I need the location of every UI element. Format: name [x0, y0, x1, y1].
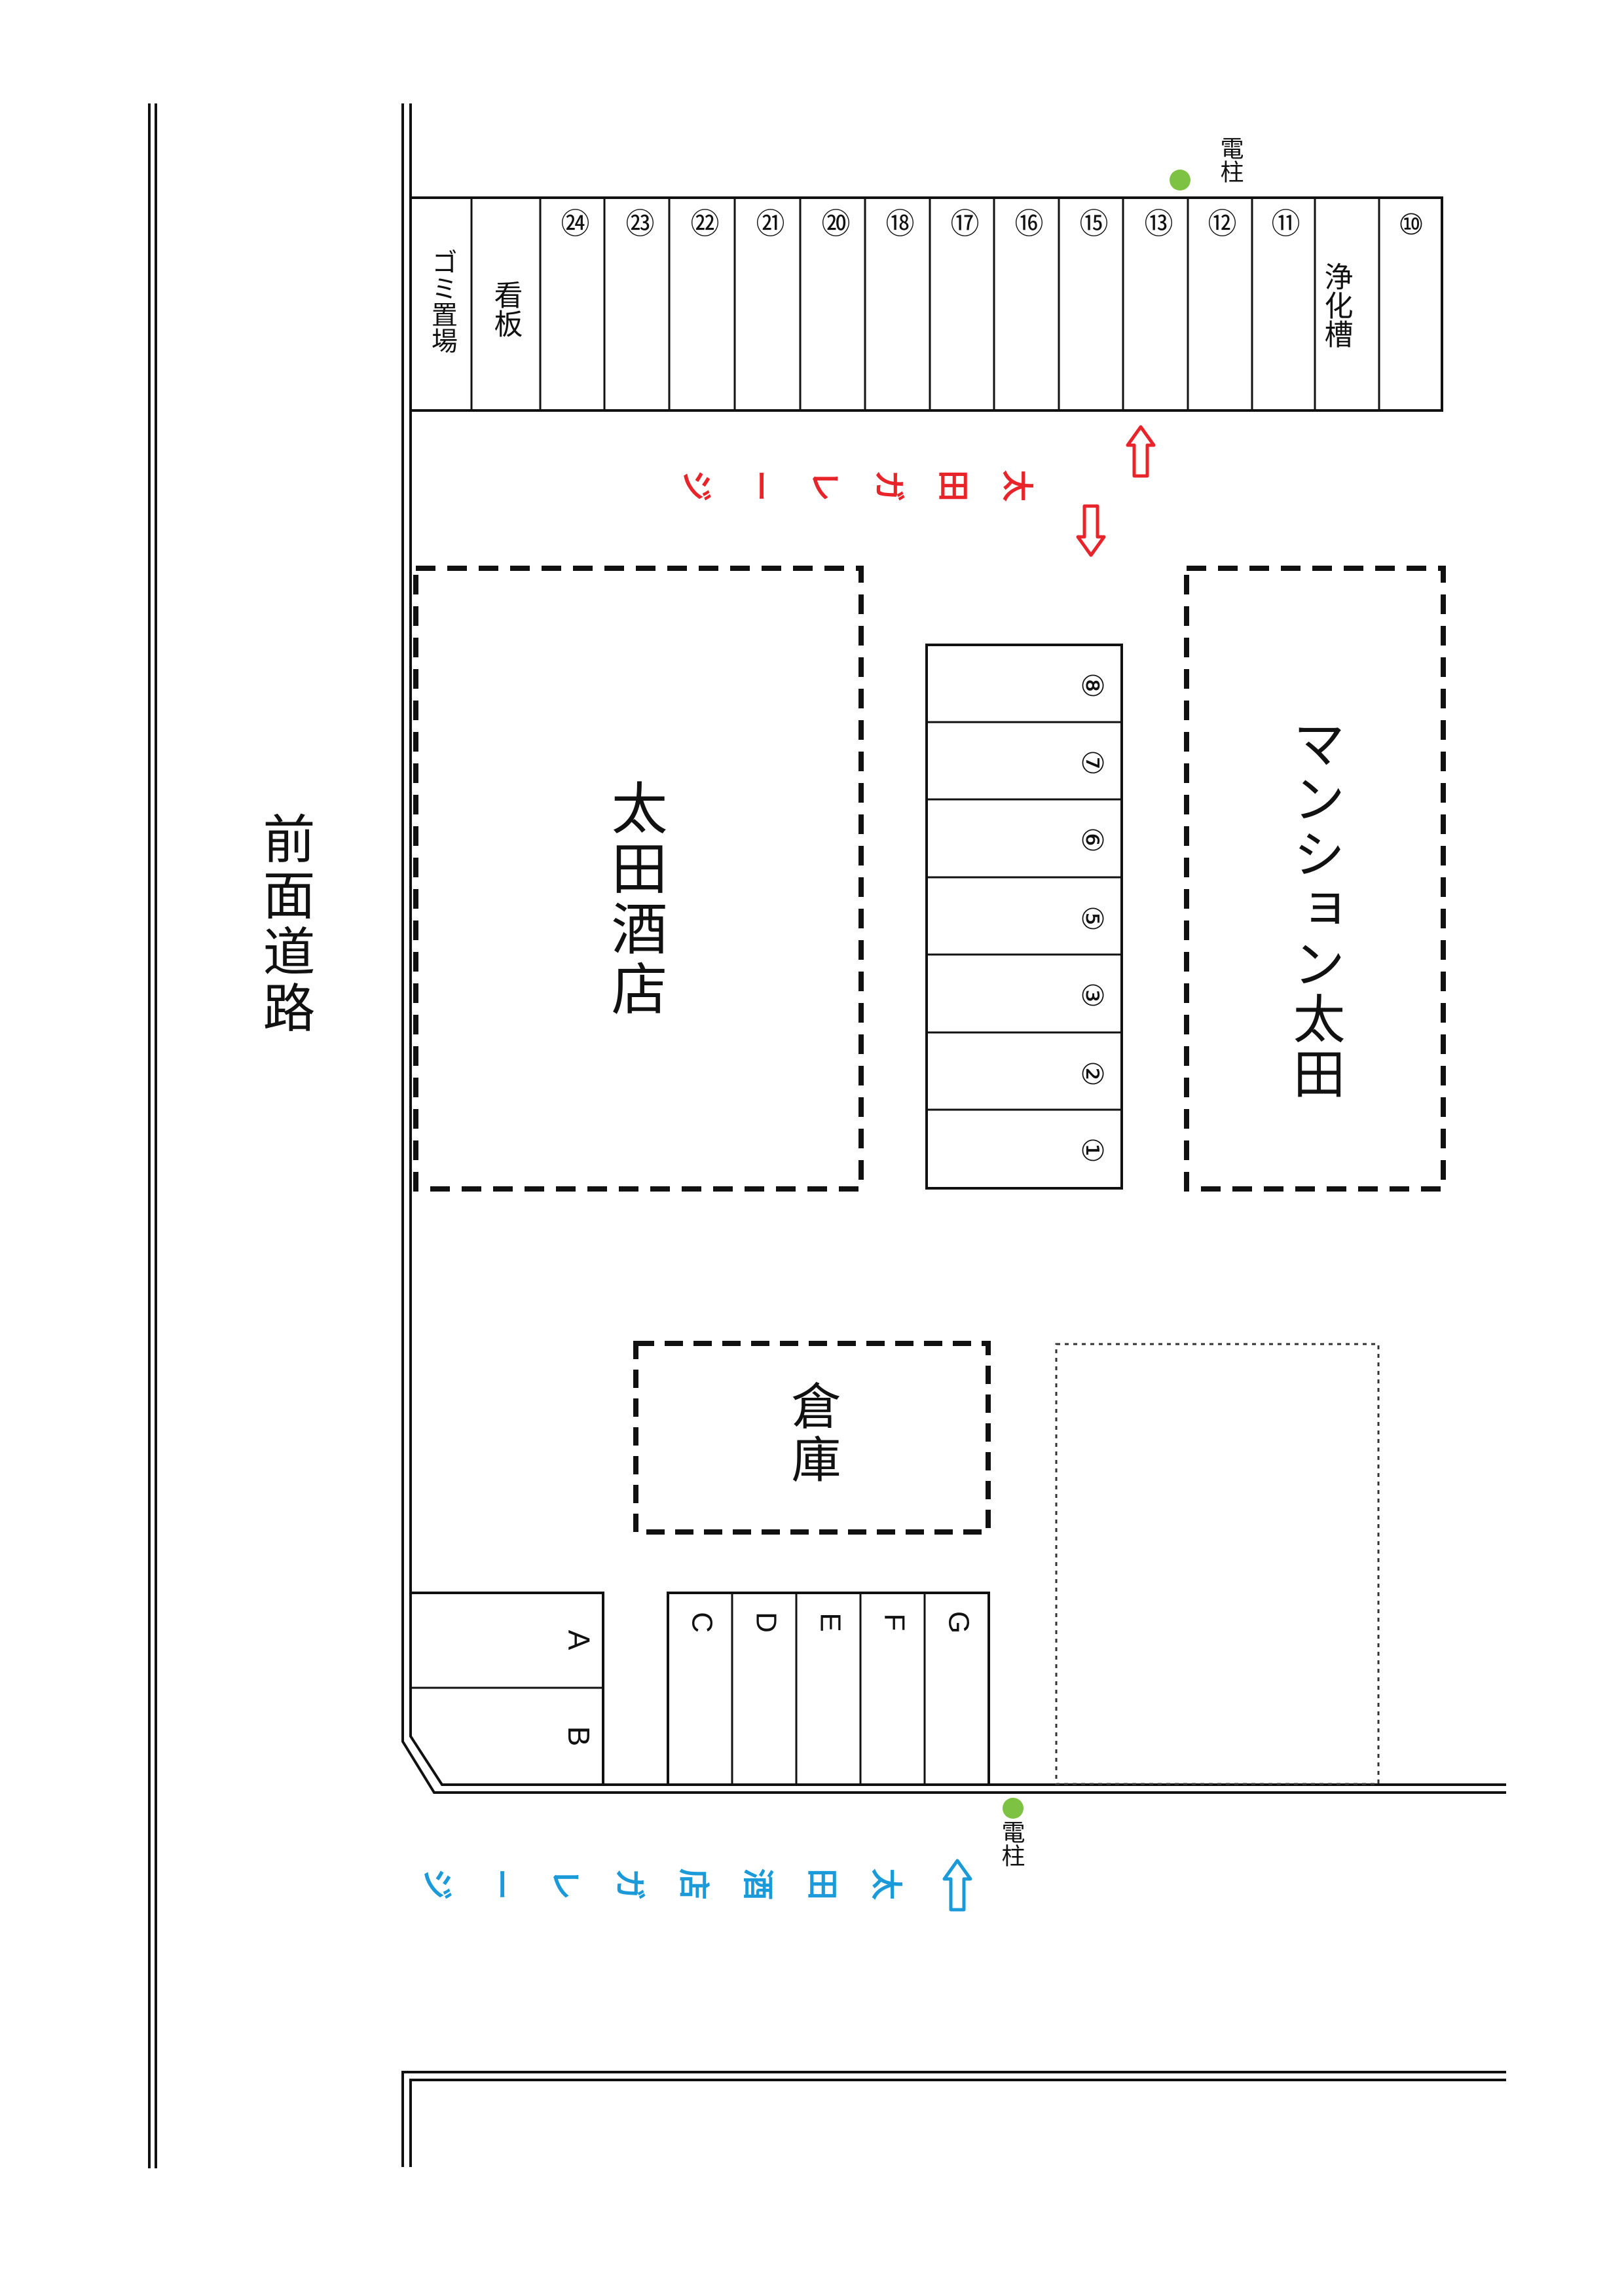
parking-slot-letter: D: [750, 1612, 782, 1633]
arrow-up-icon: [1126, 425, 1156, 478]
parking-slot-number: ㉓: [621, 208, 654, 237]
utility-pole-label: 電柱: [1217, 136, 1244, 183]
parking-slot-number: ⑪: [1266, 208, 1300, 237]
utility-pole-label: 電柱: [998, 1820, 1025, 1867]
parking-slot-number: ③: [1075, 982, 1109, 1008]
parking-slot-number: ①: [1075, 1137, 1109, 1163]
center-parking-row: ⑧ ⑦ ⑥ ⑤ ③ ② ①: [925, 644, 1123, 1190]
parking-slot-number: ⑰: [946, 208, 979, 237]
parking-slot-number: ⑦: [1075, 750, 1109, 775]
center-row-outline: [925, 644, 1123, 1190]
property-boundary: [401, 103, 1506, 2167]
top-row-outline: [409, 196, 1443, 412]
warehouse: 倉庫: [633, 1341, 991, 1535]
trash-area-label: ゴミ置場: [427, 249, 457, 354]
warehouse-label: 倉庫: [783, 1380, 841, 1487]
parking-slot-number: ⑩: [1395, 208, 1428, 242]
garage-sign-char: 田: [934, 470, 971, 501]
utility-pole-top: 電柱: [1170, 136, 1244, 191]
warehouse-outline: [633, 1341, 991, 1535]
road-edge: [148, 103, 157, 2168]
septic-tank-label: 浄化槽: [1320, 262, 1353, 348]
lower-left-slots: AB: [411, 1592, 604, 1785]
parking-slot-number: ⑮: [1075, 208, 1108, 237]
parking-slot-letter: A: [562, 1630, 596, 1650]
parking-slot-letter: B: [562, 1726, 596, 1747]
garage-sign-char: 田: [803, 1868, 840, 1900]
parking-slot-number: ⑤: [1075, 905, 1109, 931]
parking-slot-number: ⑬: [1139, 208, 1173, 237]
garage-sign-char: 太: [868, 1868, 904, 1900]
parking-slot-number: ⑫: [1203, 208, 1236, 237]
parking-slot-number: ⑥: [1075, 827, 1109, 852]
parking-slot-letter: F: [878, 1614, 910, 1631]
garage-sign-char: レ: [806, 470, 843, 501]
utility-pole-bottom: 電柱: [998, 1798, 1025, 1867]
dotted-lot: [1055, 1343, 1380, 1785]
lower-left-outline: [411, 1592, 604, 1785]
parking-slot-number: ⑯: [1010, 208, 1043, 237]
parking-slot-number: ⑳: [817, 208, 850, 237]
lower-right-outline: [667, 1592, 990, 1786]
parking-slot-number: ⑱: [881, 208, 914, 237]
ota-liquor-store-label: 太田酒店: [601, 779, 667, 1020]
utility-pole-icon: [1003, 1798, 1024, 1819]
arrow-down-icon: [1076, 504, 1106, 557]
garage-sign-char: ガ: [870, 470, 907, 501]
ota-liquor-store-outline: [413, 566, 864, 1192]
garage-sign-char: 店: [675, 1868, 712, 1900]
parking-slot-number: ②: [1075, 1061, 1109, 1086]
garage-sign-char: ガ: [611, 1868, 648, 1900]
mansion-ota-label: マンション太田: [1285, 717, 1346, 1102]
signboard-label: 看板: [489, 280, 523, 338]
garage-sign-char: 太: [999, 470, 1035, 501]
parking-slot-letter: C: [686, 1612, 718, 1633]
garage-sign-char: ジ: [418, 1868, 455, 1900]
arrow-up-icon: [942, 1859, 972, 1912]
parking-slot-number: ⑧: [1075, 672, 1109, 698]
garage-sign-char: ー: [483, 1868, 519, 1900]
parking-slot-letter: G: [942, 1611, 974, 1633]
utility-pole-icon: [1170, 170, 1190, 191]
parking-slot-number: ㉔: [556, 208, 589, 237]
road-label: 前面道路: [255, 812, 316, 1037]
garage-sign-char: 酒: [739, 1868, 776, 1900]
mansion-ota-outline: [1184, 566, 1446, 1192]
lower-right-slots: C D E F G: [667, 1592, 990, 1786]
top-parking-row: ⑩ ⑪ ⑫ ⑬ ⑮ ⑯ ⑰ ⑱ ⑳ ㉑ ㉒ ㉓ ㉔ 浄化槽 看板 ゴミ置場: [409, 196, 1443, 412]
ota-liquor-store: 太田酒店: [413, 566, 864, 1192]
parking-slot-number: ㉒: [686, 208, 719, 237]
garage-sign-char: ジ: [678, 470, 714, 501]
parking-slot-letter: E: [814, 1613, 846, 1631]
garage-sign-char: ー: [742, 470, 779, 501]
parking-slot-number: ㉑: [751, 208, 784, 237]
mansion-ota: マンション太田: [1184, 566, 1446, 1192]
garage-sign-char: レ: [547, 1868, 583, 1900]
